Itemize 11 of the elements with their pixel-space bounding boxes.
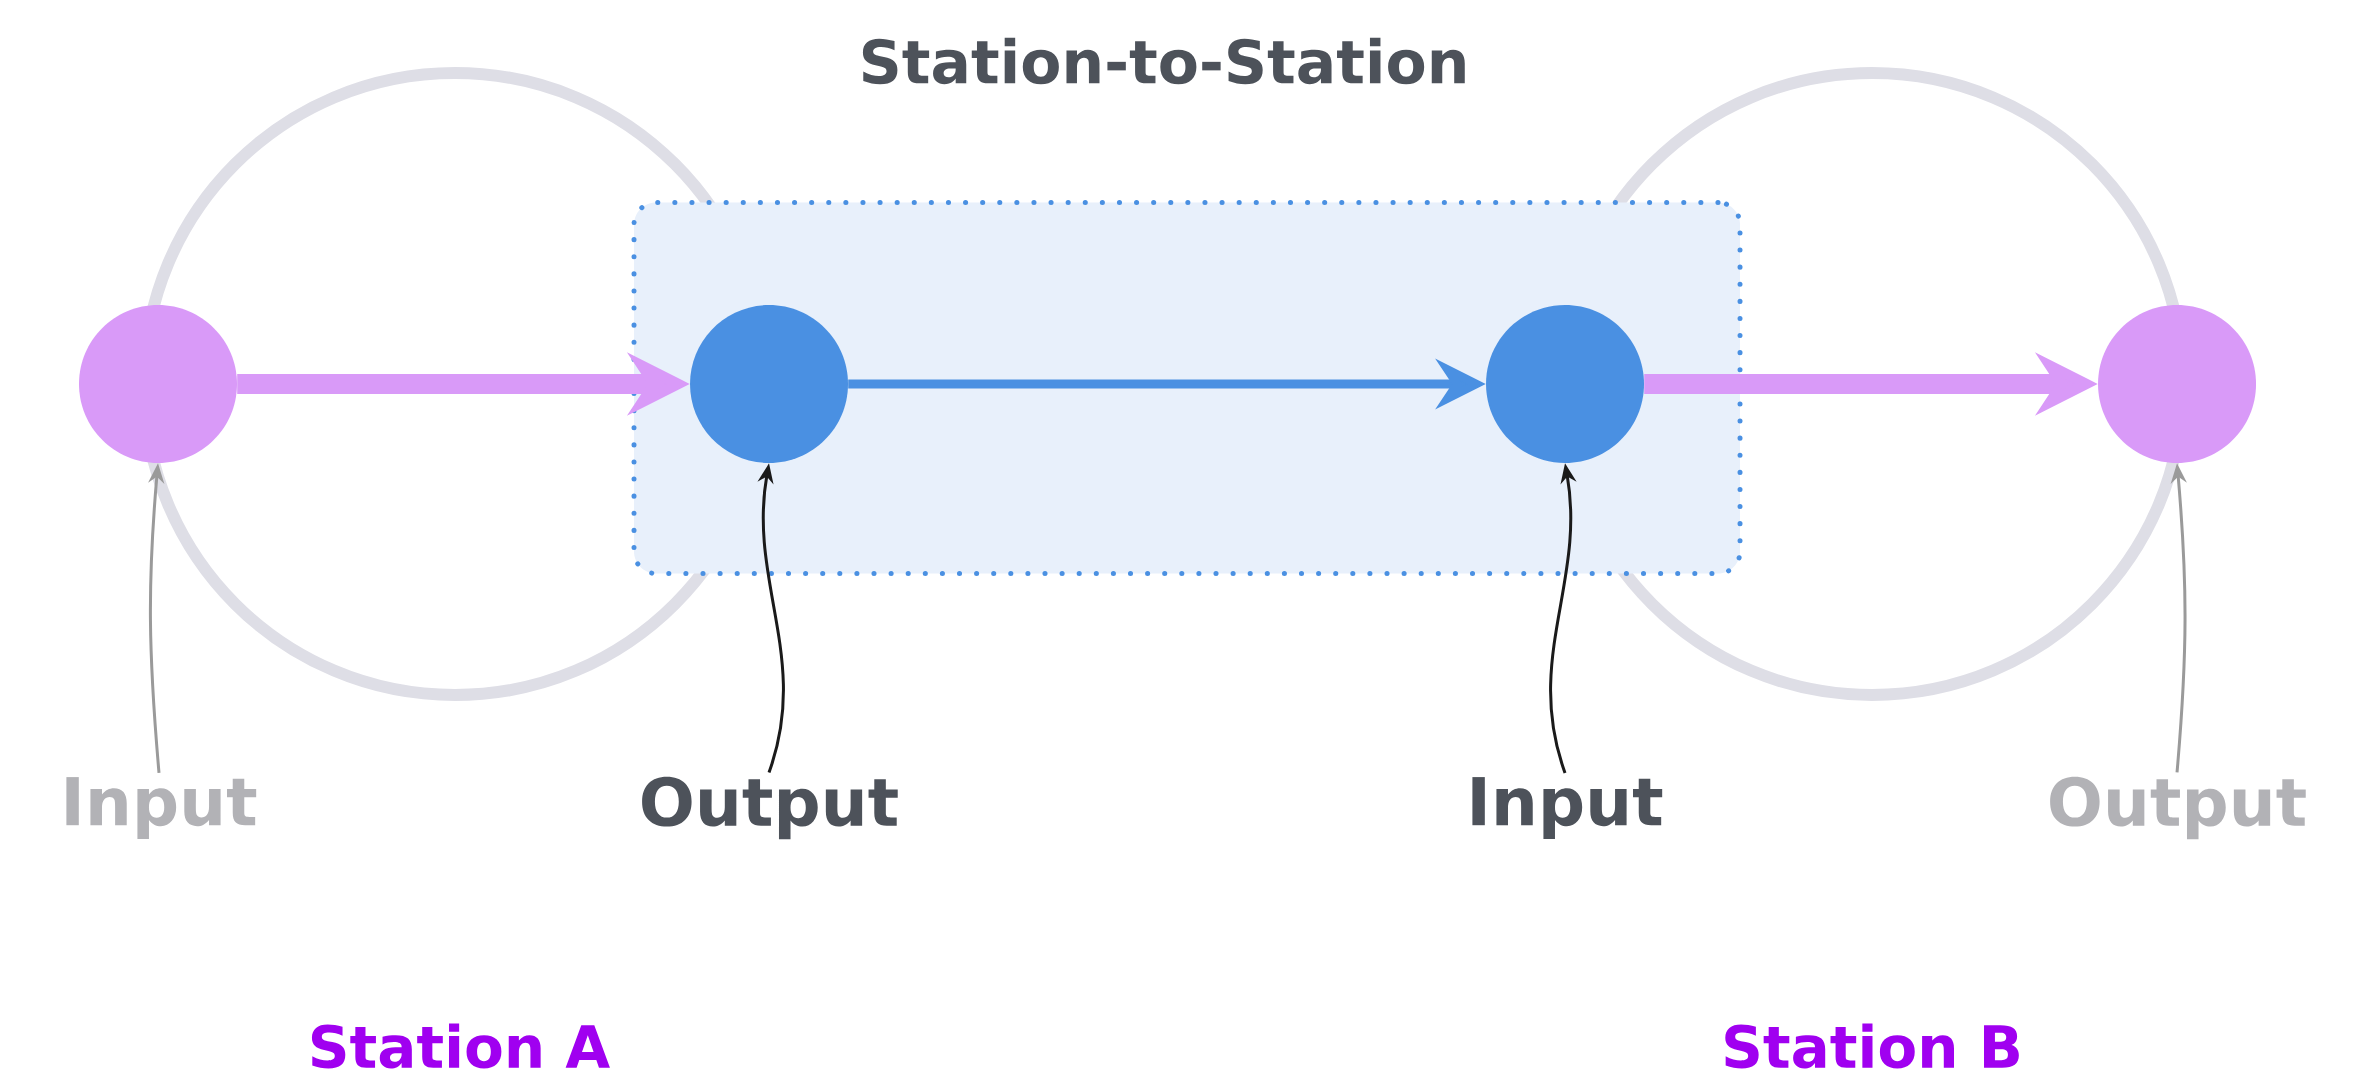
station-dot (79, 305, 237, 463)
station-label: Station B (1725, 1023, 2019, 1069)
station-label: Station A (311, 1023, 610, 1069)
station-dot (2098, 305, 2257, 463)
port-label: Input (66, 777, 257, 839)
port-label: Output (2050, 776, 2306, 840)
station-dot (1486, 305, 1644, 463)
port-label: Output (642, 776, 898, 840)
port-label: Input (1472, 777, 1663, 839)
station-dot (690, 305, 848, 463)
title: Station-to-Station (862, 37, 1465, 85)
